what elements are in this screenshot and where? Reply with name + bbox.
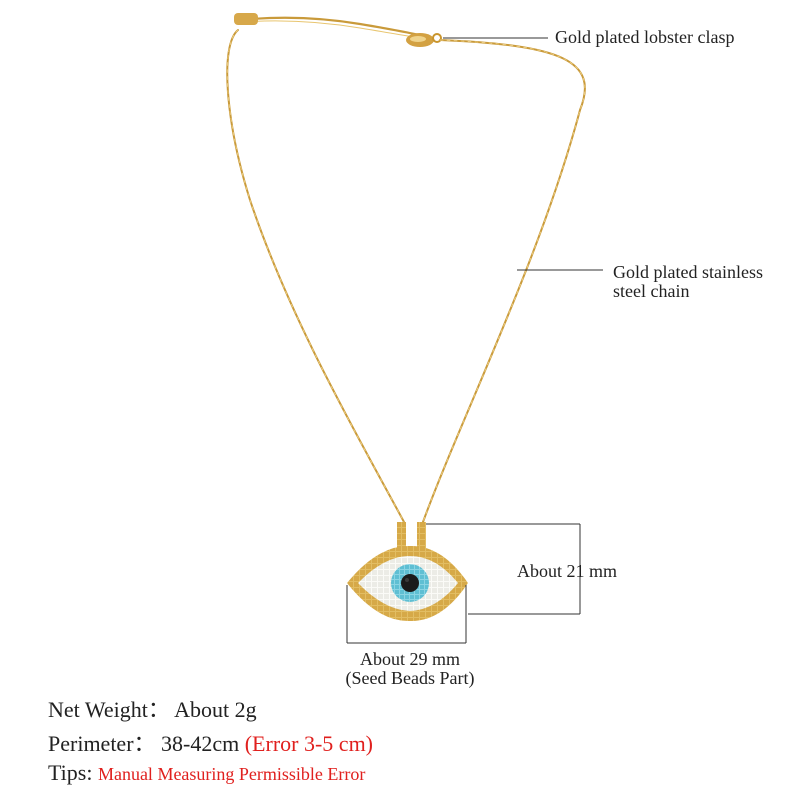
- extender-tag: [234, 13, 258, 25]
- lobster-clasp: [406, 33, 442, 47]
- callout-lines: [346, 37, 603, 644]
- chain-label: Gold plated stainless steel chain: [613, 263, 763, 301]
- chain-label-line1: Gold plated stainless: [613, 262, 763, 282]
- width-label-line2: (Seed Beads Part): [345, 668, 475, 688]
- net-weight-value: About 2g: [174, 697, 257, 722]
- evil-eye-pendant: [347, 545, 468, 622]
- perimeter-error-note: (Error 3-5 cm): [244, 731, 374, 756]
- width-label-line1: About 29 mm: [359, 649, 460, 669]
- perimeter-label: Perimeter：: [48, 731, 156, 756]
- width-label: About 29 mm (Seed Beads Part): [336, 650, 484, 688]
- net-weight-spec: Net Weight： About 2g: [48, 692, 257, 724]
- extender-chain: [239, 16, 431, 41]
- height-label: About 21 mm: [517, 561, 618, 581]
- main-chain: [226, 29, 586, 523]
- perimeter-value: 38-42cm: [161, 731, 240, 756]
- perimeter-spec: Perimeter： 38-42cm (Error 3-5 cm): [48, 726, 373, 758]
- tips-spec: Tips: Manual Measuring Permissible Error: [48, 760, 365, 786]
- tips-label: Tips:: [48, 760, 93, 785]
- net-weight-label: Net Weight：: [48, 697, 170, 722]
- tips-value: Manual Measuring Permissible Error: [97, 764, 366, 784]
- pendant-bail: [397, 522, 426, 560]
- clasp-label: Gold plated lobster clasp: [555, 27, 735, 47]
- chain-label-line2: steel chain: [613, 281, 690, 301]
